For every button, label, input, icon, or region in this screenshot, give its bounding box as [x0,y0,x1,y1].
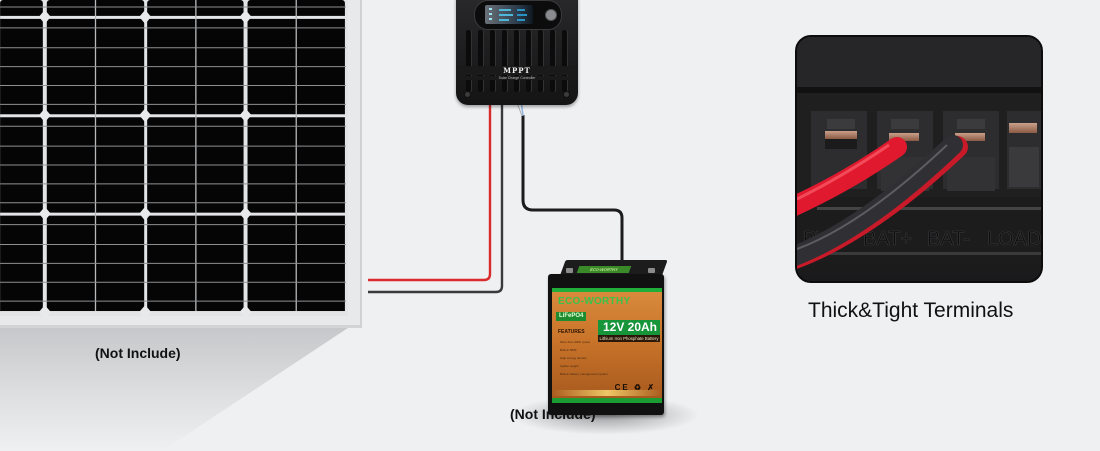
battery: ECO-WORTHY ECO-WORTHY LiFePO4 FEATURES 1… [548,260,668,415]
battery-features-heading: FEATURES [558,329,585,335]
controller-display [474,0,562,30]
terminal-label: LOAD+ [987,228,1043,250]
solar-panel-cells [0,0,348,316]
battery-caption: (Not Include) [510,406,596,422]
battery-label: ECO-WORTHY LiFePO4 FEATURES 12V 20Ah Lit… [552,288,662,403]
battery-terminal-icon [648,268,655,273]
screw-icon [464,91,471,98]
controller-lcd [485,5,533,24]
battery-terminal-icon [566,268,573,273]
battery-certification-icons: CE ♻ ✗ [614,383,656,392]
battery-chemistry: LiFePO4 [556,312,587,321]
negative-wire [368,100,504,294]
black-wire [797,135,963,266]
controller-subtitle: Solar Charge Controller [456,76,578,80]
terminal-label: BAT+ [863,228,912,250]
battery-spec: 12V 20Ah [598,320,660,335]
battery-feature: Built-in battery management system [560,372,608,376]
solar-panel [0,0,362,328]
battery-cable [521,115,624,268]
solar-panel-caption: (Not Include) [95,345,181,361]
charge-controller: MPPT Solar Charge Controller [456,0,578,105]
battery-feature: High energy density [560,356,587,360]
inset-caption: Thick&Tight Terminals [808,299,1014,322]
battery-label-stripe [552,390,662,396]
terminal-block-illustration: PV- BAT+ BAT- LOAD+ [797,37,1043,281]
battery-brand: ECO-WORTHY [558,296,631,307]
positive-wire [368,100,492,282]
red-wire [797,137,907,216]
battery-body: ECO-WORTHY LiFePO4 FEATURES 12V 20Ah Lit… [548,274,664,415]
battery-feature: Built-in BMS [560,348,577,352]
battery-feature: More than 3000 cycles [560,340,591,344]
controller-brand: MPPT [456,66,578,75]
terminal-label: BAT- [927,228,970,250]
battery-top-label: ECO-WORTHY [576,266,632,273]
terminals-closeup-photo: PV- BAT+ BAT- LOAD+ [795,35,1043,283]
battery-spec-subtitle: Lithium Iron Phosphate Battery [598,335,660,342]
battery-feature: Lighter weight [560,364,579,368]
screw-icon [563,91,570,98]
controller-power-button-icon [545,9,557,21]
